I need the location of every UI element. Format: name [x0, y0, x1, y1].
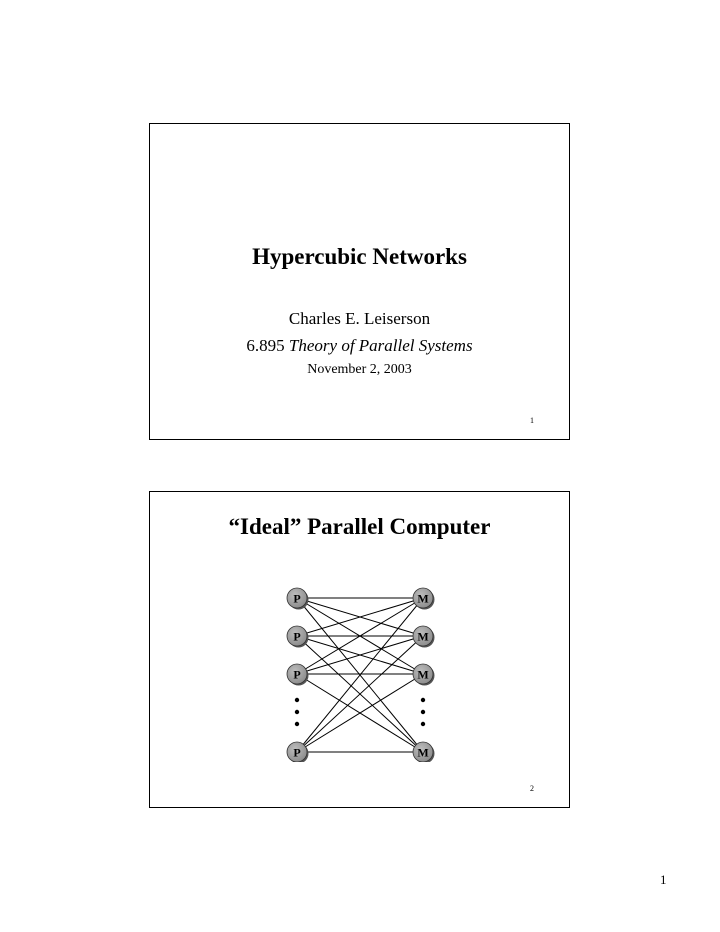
processor-node-3: P [286, 663, 309, 686]
edge-p3-m2 [296, 635, 424, 675]
processor-ellipsis-dot [294, 709, 300, 715]
course-line: 6.895 Theory of Parallel Systems [150, 336, 569, 356]
memory-node-1: M [412, 587, 435, 610]
memory-ellipsis-dot [420, 721, 426, 727]
edge-p4-m1 [296, 597, 424, 753]
edge-p2-m1 [296, 597, 424, 637]
page-number: 1 [660, 872, 667, 887]
memory-node-2: M [412, 625, 435, 648]
svg-text:M: M [417, 630, 428, 644]
author-name: Charles E. Leiserson [288, 309, 431, 328]
processor-memory-network-diagram: P M P M P M P M [286, 587, 435, 762]
slide-number: 2 [530, 784, 534, 793]
slide-1: Hypercubic Networks Charles E. Leiserson… [149, 123, 570, 440]
slide-2: “Ideal” Parallel Computer P M P M P M P M 2 [149, 491, 570, 808]
processor-node-4: P [286, 741, 309, 762]
svg-text:P: P [293, 592, 300, 606]
course-name: Theory of Parallel Systems [288, 336, 473, 355]
processor-ellipsis-dot [294, 697, 300, 703]
interconnect-edges [296, 597, 424, 753]
edge-p4-m2 [296, 635, 424, 753]
course-number: 6.895 [246, 336, 285, 355]
memory-ellipsis-dot [420, 697, 426, 703]
slide-title: “Ideal” Parallel Computer [228, 514, 491, 539]
processor-node-2: P [286, 625, 309, 648]
network-nodes: P M P M P M P M [286, 587, 435, 762]
memory-node-3: M [412, 663, 435, 686]
memory-ellipsis-dot [420, 709, 426, 715]
slide-title: Hypercubic Networks [252, 244, 467, 269]
processor-ellipsis-dot [294, 721, 300, 727]
lecture-date: November 2, 2003 [307, 362, 412, 377]
ellipsis-dots [294, 697, 426, 727]
svg-text:M: M [417, 592, 428, 606]
svg-text:P: P [293, 746, 300, 760]
processor-node-1: P [286, 587, 309, 610]
slide-number: 1 [530, 416, 534, 425]
memory-node-4: M [412, 741, 435, 762]
svg-text:P: P [293, 668, 300, 682]
svg-text:M: M [417, 668, 428, 682]
svg-text:M: M [417, 746, 428, 760]
svg-text:P: P [293, 630, 300, 644]
edge-p4-m3 [296, 673, 424, 753]
edge-p3-m1 [296, 597, 424, 675]
